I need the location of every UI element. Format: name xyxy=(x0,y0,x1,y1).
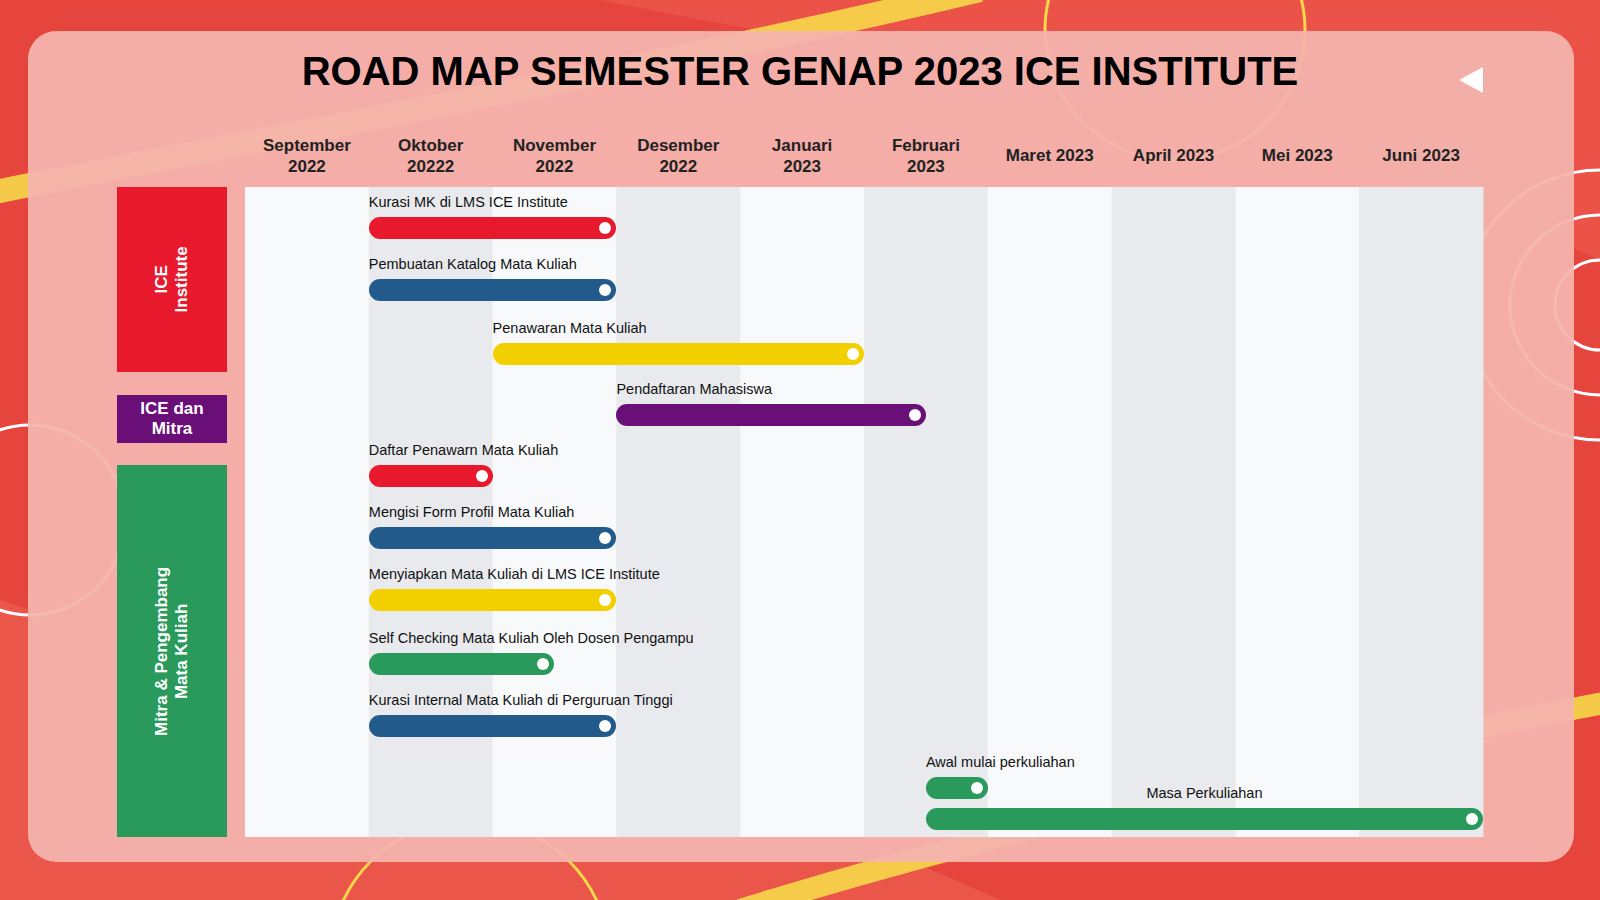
end-dot xyxy=(847,348,859,360)
group-band: Mitra & Pengembang Mata Kuliah xyxy=(117,465,227,837)
task-label: Daftar Penawarn Mata Kuliah xyxy=(369,441,558,459)
end-dot xyxy=(599,222,611,234)
month-header: Februari 2023 xyxy=(876,135,976,178)
month-header: Juni 2023 xyxy=(1359,145,1483,166)
gantt-bar xyxy=(369,653,555,675)
task-bar: Kurasi MK di LMS ICE Institute xyxy=(369,193,617,239)
month-header: September 2022 xyxy=(257,135,357,178)
end-dot xyxy=(1466,813,1478,825)
task-bar: Kurasi Internal Mata Kuliah di Perguruan… xyxy=(369,691,675,737)
gantt-bar xyxy=(926,808,1483,830)
group-band: ICE Institute xyxy=(117,187,227,372)
task-label: Self Checking Mata Kuliah Oleh Dosen Pen… xyxy=(369,629,694,647)
end-dot xyxy=(537,658,549,670)
month-column xyxy=(1359,187,1483,837)
month-header: Mei 2023 xyxy=(1235,145,1359,166)
task-label: Pendaftaran Mahasiswa xyxy=(616,380,772,398)
task-bar: Masa Perkuliahan xyxy=(926,784,1483,830)
gantt-bar xyxy=(369,527,617,549)
task-bar: Pendaftaran Mahasiswa xyxy=(616,380,926,426)
task-bar: Self Checking Mata Kuliah Oleh Dosen Pen… xyxy=(369,629,696,675)
month-column xyxy=(864,187,988,837)
month-header: Maret 2023 xyxy=(988,145,1112,166)
task-bar: Penawaran Mata Kuliah xyxy=(493,319,864,365)
month-column xyxy=(988,187,1112,837)
end-dot xyxy=(599,284,611,296)
task-label: Menyiapkan Mata Kuliah di LMS ICE Instit… xyxy=(369,565,660,583)
group-label: ICE dan Mitra xyxy=(126,399,218,440)
task-label: Awal mulai perkuliahan xyxy=(926,753,1075,771)
end-dot xyxy=(599,720,611,732)
task-label: Pembuatan Katalog Mata Kuliah xyxy=(369,255,577,273)
month-column xyxy=(740,187,864,837)
task-bar: Mengisi Form Profil Mata Kuliah xyxy=(369,503,617,549)
end-dot xyxy=(909,409,921,421)
month-header: April 2023 xyxy=(1112,145,1236,166)
month-column xyxy=(616,187,740,837)
month-column xyxy=(1112,187,1236,837)
month-header: November 2022 xyxy=(505,135,605,178)
end-dot xyxy=(476,470,488,482)
task-label: Kurasi MK di LMS ICE Institute xyxy=(369,193,568,211)
end-dot xyxy=(599,594,611,606)
task-bar: Pembuatan Katalog Mata Kuliah xyxy=(369,255,617,301)
group-label: ICE Institute xyxy=(152,240,193,320)
group-label: Mitra & Pengembang Mata Kuliah xyxy=(152,551,193,751)
month-header: Januari 2023 xyxy=(752,135,852,178)
gantt-bar xyxy=(369,217,617,239)
month-header: Desember 2022 xyxy=(628,135,728,178)
gantt-bar xyxy=(369,715,617,737)
end-dot xyxy=(599,532,611,544)
title: ROAD MAP SEMESTER GENAP 2023 ICE INSTITU… xyxy=(0,46,1600,96)
group-band: ICE dan Mitra xyxy=(117,395,227,443)
month-column xyxy=(245,187,369,837)
task-bar: Awal mulai perkuliahan xyxy=(926,753,1077,799)
gantt-bar xyxy=(926,777,988,799)
gantt-bar xyxy=(369,465,493,487)
task-label: Mengisi Form Profil Mata Kuliah xyxy=(369,503,575,521)
task-label: Penawaran Mata Kuliah xyxy=(493,319,647,337)
month-column xyxy=(1235,187,1359,837)
month-header: Oktober 20222 xyxy=(381,135,481,178)
task-bar: Menyiapkan Mata Kuliah di LMS ICE Instit… xyxy=(369,565,662,611)
task-label: Kurasi Internal Mata Kuliah di Perguruan… xyxy=(369,691,673,709)
end-dot xyxy=(971,782,983,794)
task-label: Masa Perkuliahan xyxy=(1146,784,1262,802)
gantt-bar xyxy=(369,589,617,611)
gantt-bar xyxy=(616,404,926,426)
gantt-bar xyxy=(493,343,864,365)
gantt-bar xyxy=(369,279,617,301)
task-bar: Daftar Penawarn Mata Kuliah xyxy=(369,441,561,487)
